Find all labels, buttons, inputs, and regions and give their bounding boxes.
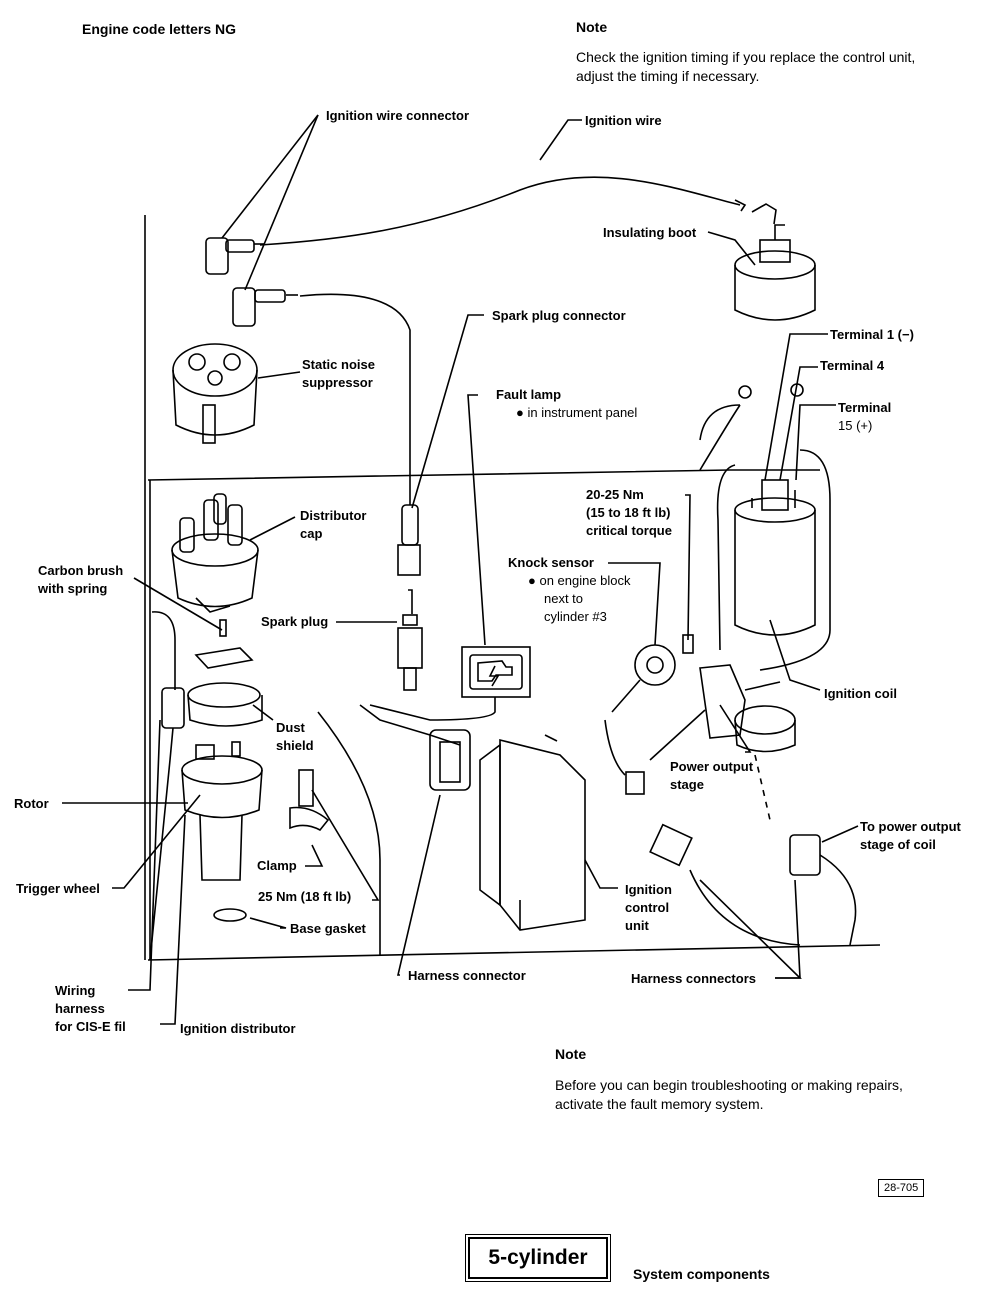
label-rotor: Rotor (14, 796, 49, 811)
label-harness-connector: Harness connector (408, 968, 526, 983)
label-harness-connectors: Harness connectors (631, 971, 756, 986)
label-ignition-coil: Ignition coil (824, 686, 897, 701)
label-torque-25: 25 Nm (18 ft lb) (258, 889, 352, 904)
fault-lamp-icon (461, 646, 531, 698)
harness-connectors-icon (604, 719, 857, 946)
label-dust-shield-1: Dust (276, 720, 305, 735)
spark-plug-connector-icon (397, 504, 421, 576)
label-carbon-brush-1: Carbon brush (38, 563, 124, 578)
power-output-stage-icon (699, 664, 796, 821)
harness-connector-icon (359, 704, 471, 791)
label-wiring-2: harness (55, 1001, 105, 1016)
label-ignition-control-2: control (625, 900, 670, 915)
label-torque-3: critical torque (586, 523, 672, 538)
knock-sensor-icon (611, 634, 694, 713)
label-torque-1: 20-25 Nm (586, 487, 644, 502)
label-carbon-brush-2: with spring (38, 581, 108, 596)
label-distributor-cap-1: Distributor (300, 508, 367, 523)
ignition-control-unit-icon (479, 734, 586, 931)
label-ignition-wire: Ignition wire (585, 113, 662, 128)
caption-system-components: System components (633, 1266, 770, 1282)
insulating-boot-icon (734, 224, 816, 321)
note-bottom-title: Note (555, 1046, 587, 1062)
figure-reference: 28-705 (878, 1179, 925, 1197)
label-base-gasket: Base gasket (290, 921, 366, 936)
label-ignition-distributor: Ignition distributor (180, 1021, 296, 1036)
label-insulating-boot: Insulating boot (603, 225, 697, 240)
note-top-title: Note (576, 19, 608, 35)
label-distributor-cap-2: cap (300, 526, 323, 541)
label-power-output-1: Power output (670, 759, 754, 774)
label-terminal-15-b: 15 (+) (838, 418, 873, 433)
note-top-text: Check the ignition timing if you replace… (576, 49, 916, 84)
label-knock-sensor-sub2: next to (544, 591, 584, 606)
label-knock-sensor: Knock sensor (508, 555, 594, 570)
label-spark-plug-connector: Spark plug connector (492, 308, 626, 323)
label-terminal-1: Terminal 1 (−) (830, 327, 914, 342)
clamp-icon (289, 769, 330, 832)
spark-plug-icon (397, 589, 423, 691)
label-wiring-3: for CIS-E fil (55, 1019, 126, 1034)
label-knock-sensor-sub1: ● on engine block (528, 573, 631, 588)
label-static-noise-1: Static noise (302, 357, 375, 372)
ignition-distributor-icon (181, 741, 263, 922)
label-wiring-1: Wiring (55, 983, 96, 998)
label-to-power-2: stage of coil (860, 837, 936, 852)
label-dust-shield-2: shield (276, 738, 314, 753)
cylinder-badge: 5-cylinder (465, 1234, 611, 1282)
ignition-wire-connector-icon (205, 237, 298, 327)
label-fault-lamp: Fault lamp (496, 387, 562, 402)
label-torque-2: (15 to 18 ft lb) (586, 505, 671, 520)
label-ignition-wire-connector: Ignition wire connector (326, 108, 470, 123)
label-trigger-wheel: Trigger wheel (16, 881, 100, 896)
label-static-noise-2: suppressor (302, 375, 373, 390)
label-ignition-control-3: unit (625, 918, 649, 933)
label-spark-plug: Spark plug (261, 614, 329, 629)
label-terminal-4: Terminal 4 (820, 358, 885, 373)
rotor-icon (187, 647, 263, 727)
label-fault-lamp-sub: ● in instrument panel (516, 405, 638, 420)
label-power-output-2: stage (670, 777, 704, 792)
engine-code-heading: Engine code letters NG (82, 21, 237, 37)
label-ignition-control-1: Ignition (625, 882, 672, 897)
label-knock-sensor-sub3: cylinder #3 (544, 609, 607, 624)
note-bottom-text: Before you can begin troubleshooting or … (555, 1077, 903, 1112)
distributor-cap-icon (171, 493, 259, 613)
label-to-power-1: To power output (860, 819, 961, 834)
label-terminal-15-a: Terminal (838, 400, 892, 415)
label-clamp: Clamp (257, 858, 297, 873)
static-noise-suppressor-icon (172, 343, 258, 444)
